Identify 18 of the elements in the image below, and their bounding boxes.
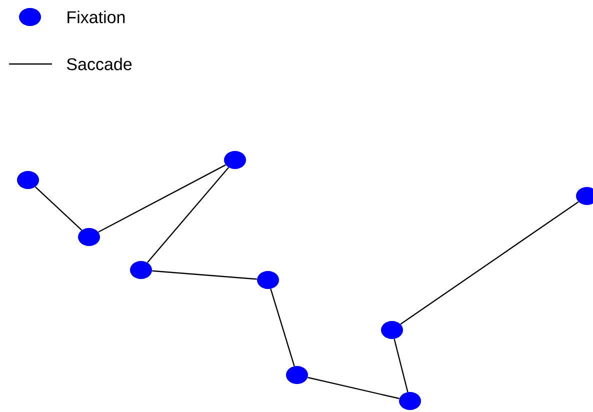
fixation-dot <box>257 271 279 289</box>
fixation-dot <box>381 321 403 339</box>
saccade-line <box>146 167 230 263</box>
legend-label: Fixation <box>68 10 125 24</box>
fixation-dot <box>286 366 308 384</box>
fixation-dot <box>224 151 246 169</box>
saccade-line <box>400 201 579 325</box>
fixation-dot <box>130 261 152 279</box>
fixation-dot <box>78 228 100 246</box>
saccade-line <box>270 288 295 366</box>
legend-label: Saccade <box>66 58 132 70</box>
saccade-line <box>152 270 257 280</box>
fixation-dot <box>17 171 39 189</box>
saccade-line <box>308 376 400 400</box>
saccade-line <box>394 338 408 392</box>
saccade-line <box>34 186 82 231</box>
saccade-line <box>98 164 226 233</box>
fixation-dot <box>399 392 421 410</box>
